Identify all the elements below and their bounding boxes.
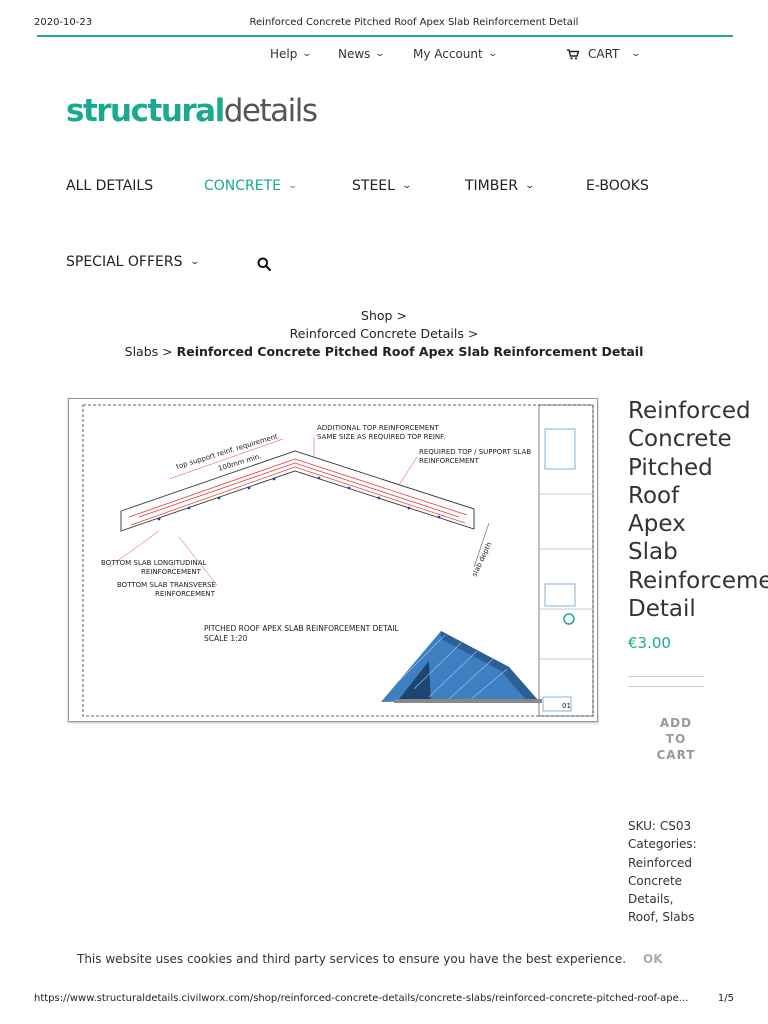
product-image[interactable]: 01 ADDITIONAL TOP REINFORCEMENT SAME SIZ… xyxy=(68,398,598,722)
category-link[interactable]: Details, xyxy=(628,892,674,907)
reinforcement-drawing: 01 ADDITIONAL TOP REINFORCEMENT SAME SIZ… xyxy=(82,404,594,717)
print-page-number: 1/5 xyxy=(717,993,734,1004)
product-price: €3.00 xyxy=(628,634,671,652)
nav-all-details-label: ALL DETAILS xyxy=(66,178,154,194)
product-meta: SKU: CS03 Categories: Reinforced Concret… xyxy=(628,817,697,927)
product-title-line: Reinforced xyxy=(628,398,751,424)
chevron-down-icon: ⌄ xyxy=(524,181,535,191)
chevron-down-icon: ⌄ xyxy=(301,49,313,59)
nav-ebooks-label: E-BOOKS xyxy=(586,178,649,194)
nav-my-account[interactable]: My Account ⌄ xyxy=(413,47,498,61)
nav-help-label: Help xyxy=(270,47,298,61)
categories-label: Categories: xyxy=(628,837,697,852)
nav-cart[interactable]: CART ⌄ xyxy=(567,47,642,61)
nav-cart-label: CART xyxy=(588,47,620,61)
chevron-down-icon: ⌄ xyxy=(188,257,200,267)
label-bottom-long-1: BOTTOM SLAB LONGITUDINAL xyxy=(101,559,206,567)
sku-label: SKU: xyxy=(628,819,656,833)
add-to-cart-label: ADD xyxy=(659,716,693,730)
nav-concrete-label: CONCRETE xyxy=(204,178,282,194)
product-title-line: Pitched xyxy=(628,454,713,481)
product-title-line: Roof xyxy=(628,482,680,509)
logo-text-bold: structural xyxy=(66,93,225,129)
category-link[interactable]: Concrete xyxy=(628,873,683,888)
cookie-banner-text: This website uses cookies and third part… xyxy=(77,952,627,966)
breadcrumb-current: Reinforced Concrete Pitched Roof Apex Sl… xyxy=(176,344,644,359)
search-button[interactable] xyxy=(257,256,272,275)
product-title-line: Apex xyxy=(628,511,686,538)
cookie-ok-button[interactable]: OK xyxy=(643,952,663,966)
chevron-down-icon: ⌄ xyxy=(374,49,386,59)
category-link[interactable]: Slabs xyxy=(662,910,695,925)
label-bottom-trans-1: BOTTOM SLAB TRANSVERSE xyxy=(117,581,216,589)
nav-timber-label: TIMBER xyxy=(465,178,518,194)
roof-3d-render xyxy=(381,631,542,703)
label-required-top-1: REQUIRED TOP / SUPPORT SLAB xyxy=(419,448,531,456)
chevron-down-icon: ⌄ xyxy=(401,181,412,191)
label-bottom-trans-2: REINFORCEMENT xyxy=(155,590,216,598)
nav-ebooks[interactable]: E-BOOKS xyxy=(586,178,649,194)
product-title: Reinforced Concrete Pitched Roof Apex Sl… xyxy=(628,397,768,623)
product-title-line: Slab xyxy=(628,539,678,566)
add-to-cart-button[interactable]: ADD TO CART xyxy=(646,715,706,763)
print-date: 2020-10-23 xyxy=(34,17,93,28)
nav-my-account-label: My Account xyxy=(413,47,483,61)
nav-help[interactable]: Help ⌄ xyxy=(270,47,313,61)
nav-special-offers-label: SPECIAL OFFERS xyxy=(66,254,183,270)
sheet-number: 01 xyxy=(562,702,571,710)
breadcrumb-separator: > xyxy=(396,308,407,323)
nav-steel-label: STEEL xyxy=(352,178,395,194)
nav-news[interactable]: News ⌄ xyxy=(338,47,386,61)
cart-icon xyxy=(567,48,579,59)
product-title-line: Detail xyxy=(628,596,696,623)
add-to-cart-label: TO xyxy=(665,732,687,746)
chevron-down-icon: ⌄ xyxy=(287,181,299,191)
print-url: https://www.structuraldetails.civilworx.… xyxy=(34,993,689,1004)
breadcrumb-separator: > xyxy=(467,326,479,341)
nav-timber[interactable]: TIMBER ⌄ xyxy=(465,178,535,194)
category-link[interactable]: Roof, xyxy=(628,910,659,925)
drawing-scale: SCALE 1:20 xyxy=(204,634,247,643)
chevron-down-icon: ⌄ xyxy=(630,49,642,59)
category-link[interactable]: Reinforced xyxy=(628,855,692,870)
label-bottom-long-2: REINFORCEMENT xyxy=(141,568,202,576)
label-additional-top-2: SAME SIZE AS REQUIRED TOP REINF. xyxy=(317,433,445,441)
quantity-field-top[interactable] xyxy=(628,676,704,677)
label-additional-top-1: ADDITIONAL TOP REINFORCEMENT xyxy=(317,424,440,432)
nav-all-details[interactable]: ALL DETAILS xyxy=(66,178,153,194)
nav-special-offers[interactable]: SPECIAL OFFERS ⌄ xyxy=(66,254,200,270)
print-page-title: Reinforced Concrete Pitched Roof Apex Sl… xyxy=(249,17,579,28)
label-required-top-2: REINFORCEMENT xyxy=(419,457,480,465)
search-icon xyxy=(257,257,272,272)
nav-concrete[interactable]: CONCRETE ⌄ xyxy=(204,178,299,194)
logo-text-light: details xyxy=(223,93,318,129)
nav-steel[interactable]: STEEL ⌄ xyxy=(352,178,412,194)
site-logo[interactable]: structuraldetails xyxy=(66,93,318,129)
sku-value: CS03 xyxy=(659,819,692,833)
header-divider xyxy=(37,35,733,37)
product-title-line: Reinforcement xyxy=(628,567,768,594)
breadcrumb: Shop > Reinforced Concrete Details > Sla… xyxy=(0,307,768,361)
breadcrumb-slabs[interactable]: Slabs xyxy=(124,344,159,359)
label-slab-depth: slab depth xyxy=(471,541,494,578)
product-title-line: Concrete xyxy=(628,426,732,453)
breadcrumb-separator: > xyxy=(162,344,173,359)
nav-news-label: News xyxy=(338,47,371,61)
breadcrumb-shop[interactable]: Shop xyxy=(361,308,393,323)
breadcrumb-rc-details[interactable]: Reinforced Concrete Details xyxy=(289,326,464,341)
chevron-down-icon: ⌄ xyxy=(487,49,498,59)
drawing-caption: PITCHED ROOF APEX SLAB REINFORCEMENT DET… xyxy=(204,624,399,633)
quantity-field-bottom[interactable] xyxy=(628,686,704,687)
add-to-cart-label: CART xyxy=(656,748,696,762)
